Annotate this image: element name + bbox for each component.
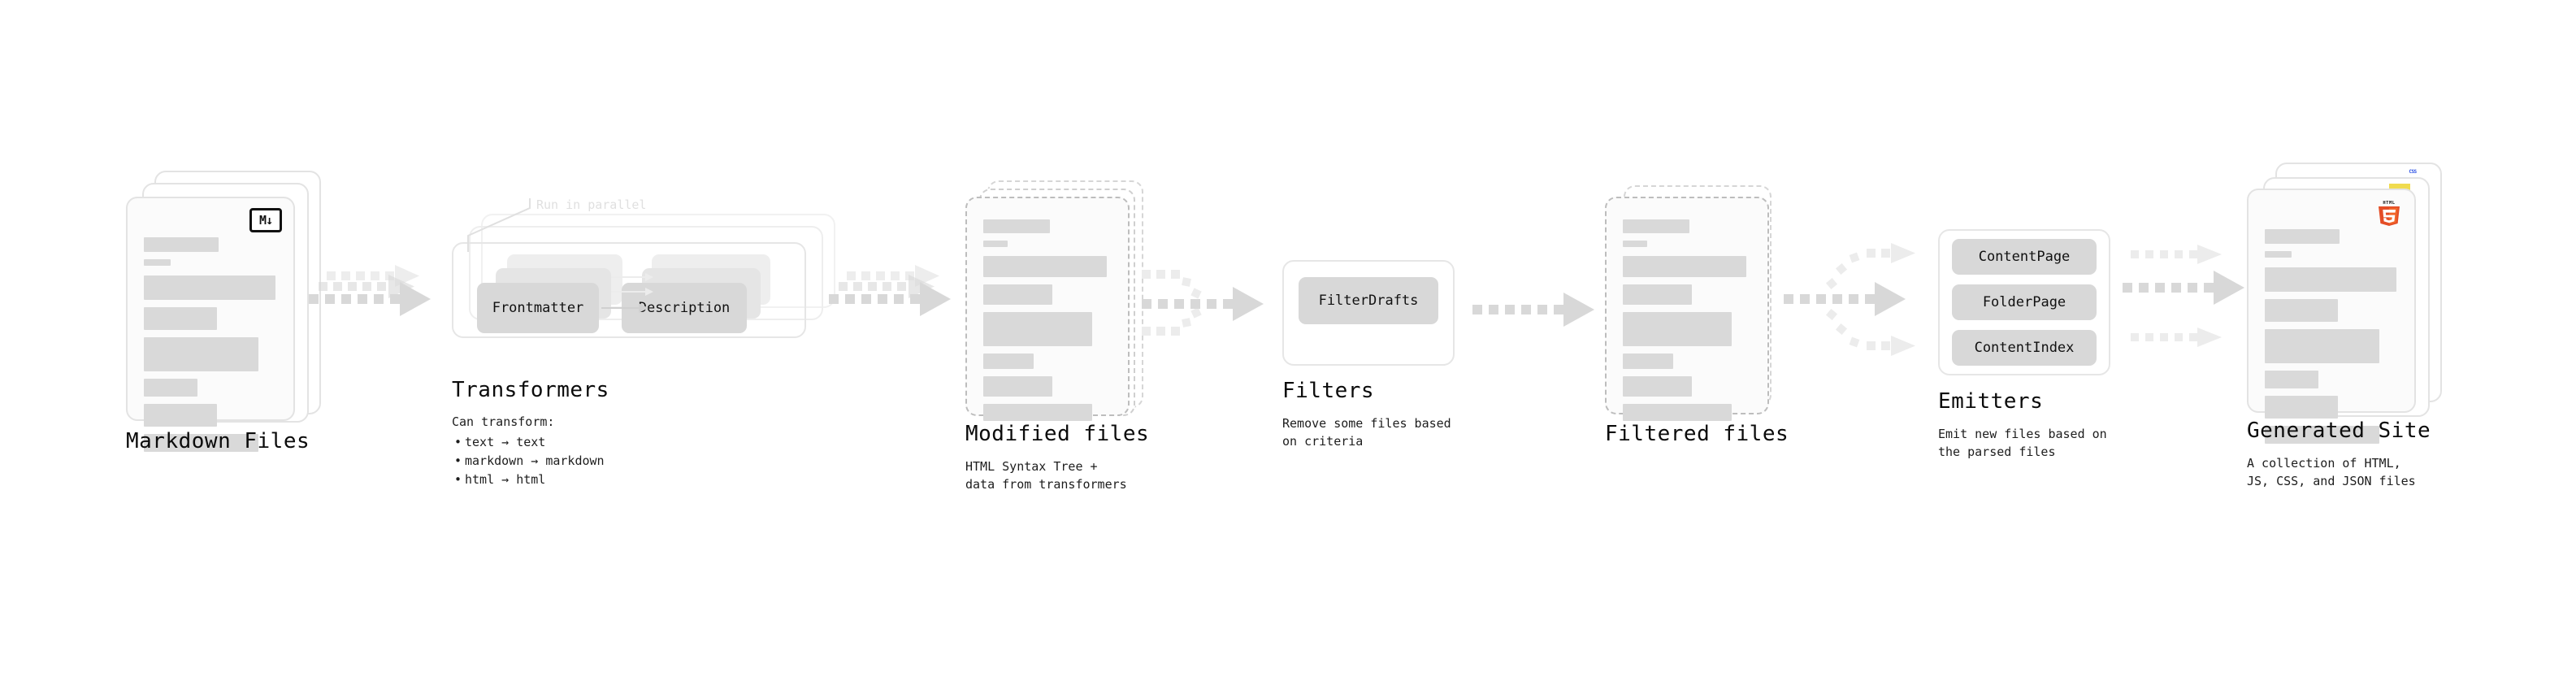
markdown-icon: M↓ [249,208,282,232]
arrow-filtered-to-emitters [1784,243,1915,356]
transformer-group-front [452,242,806,338]
arrow-transformers-to-modified [829,265,951,316]
generated-site-card-front: HTML [2247,189,2416,444]
html5-icon: HTML [2377,198,2401,226]
transformers-bullet-1: markdown → markdown [454,452,605,471]
filters-pill-filterdrafts[interactable]: FilterDrafts [1299,277,1438,324]
run-in-parallel-annotation: Run in parallel [536,197,647,212]
filtered-files-title: Filtered files [1605,422,1789,446]
transformers-bullets: Can transform: text → text markdown → ma… [452,413,605,489]
filters-group [1282,260,1455,366]
transformers-title: Transformers [452,378,609,402]
arrow-filters-to-filtered [1472,293,1594,327]
transformers-bullet-2: html → html [454,471,605,489]
generated-site-subtitle: A collection of HTML, JS, CSS, and JSON … [2247,456,2416,488]
modified-files-title: Modified files [965,422,1150,446]
emitters-title: Emitters [1938,389,2044,414]
emitters-pill-folderpage[interactable]: FolderPage [1952,284,2097,320]
generated-site-bars [2265,229,2398,451]
arrow-modified-to-filters [1142,270,1264,336]
generated-site-title: Generated Site [2247,419,2431,443]
emitters-subtitle: Emit new files based on the parsed files [1938,427,2107,459]
modified-files-subtitle: HTML Syntax Tree + data from transformer… [965,459,1127,492]
transformers-bullet-0: text → text [454,433,605,452]
modified-file-bars [983,219,1112,428]
markdown-file-card-front: M↓ [126,197,295,452]
transformer-inner-arrows [601,273,653,313]
filtered-file-bars [1623,219,1751,428]
filtered-file-card-front [1605,197,1769,421]
modified-file-card-front [965,197,1130,421]
emitters-group [1938,229,2110,375]
arrow-emitters-to-site [2123,245,2244,347]
arrow-markdown-to-transformers [309,265,431,316]
filters-title: Filters [1282,379,1375,403]
emitters-pill-contentindex[interactable]: ContentIndex [1952,330,2097,366]
markdown-files-title: Markdown Files [126,429,310,453]
transformer-pill-frontmatter[interactable]: Frontmatter [477,283,599,333]
emitters-pill-contentpage[interactable]: ContentPage [1952,239,2097,275]
filters-subtitle: Remove some files based on criteria [1282,416,1451,449]
svg-text:HTML: HTML [2383,201,2395,206]
run-in-parallel-bracket [467,198,531,252]
markdown-file-bars [144,237,277,459]
transformers-bullets-lead: Can transform: [452,414,555,429]
